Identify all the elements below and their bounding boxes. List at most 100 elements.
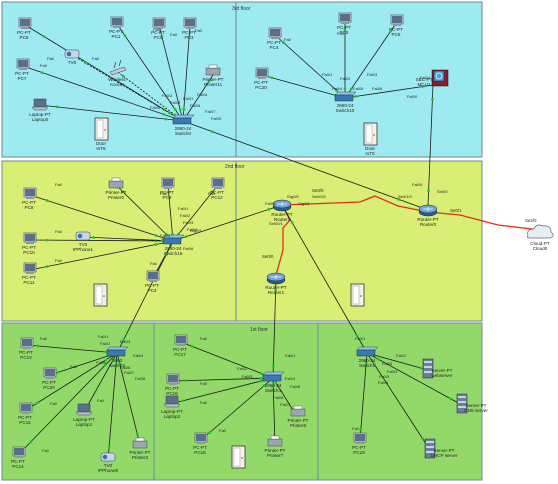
door-panel-icon bbox=[352, 285, 360, 305]
door-floor1[interactable] bbox=[231, 445, 246, 469]
server-web[interactable] bbox=[422, 358, 434, 379]
printer-0[interactable] bbox=[108, 177, 124, 189]
link-floor2-pc-1 bbox=[29, 239, 174, 242]
pc-pc20[interactable] bbox=[255, 67, 269, 79]
access-point-0[interactable] bbox=[109, 59, 127, 76]
switch-16[interactable] bbox=[162, 234, 185, 245]
port-label: Fa0/9 bbox=[211, 116, 222, 121]
pc-pc18[interactable] bbox=[194, 432, 208, 444]
switch-icon bbox=[262, 374, 282, 382]
switch-5[interactable] bbox=[106, 346, 129, 357]
keyboard-icon bbox=[164, 187, 172, 189]
server-dns[interactable] bbox=[456, 393, 468, 414]
pc-pc3[interactable] bbox=[183, 17, 197, 29]
switch-10[interactable] bbox=[334, 91, 357, 102]
link-floor1b-pc-1 bbox=[172, 377, 274, 382]
laptop-1[interactable] bbox=[75, 403, 93, 416]
laptop-base-icon bbox=[75, 411, 93, 416]
port-label: Fa0/1 bbox=[98, 334, 109, 339]
pc-pc8[interactable] bbox=[390, 14, 404, 26]
port-label: Fa0/7 bbox=[280, 402, 291, 407]
pc-pc4-floor2[interactable] bbox=[146, 270, 160, 282]
printer-11[interactable] bbox=[205, 64, 221, 76]
server-dhcp[interactable] bbox=[424, 438, 436, 459]
laptop-2[interactable] bbox=[163, 395, 181, 408]
pc-pc7[interactable] bbox=[16, 58, 30, 70]
tv-0[interactable] bbox=[64, 49, 80, 59]
router-left[interactable] bbox=[272, 199, 292, 212]
port-label: Fa0 bbox=[160, 191, 168, 196]
port-status-dot bbox=[354, 95, 357, 98]
laptop-0[interactable] bbox=[31, 98, 49, 111]
screen-icon bbox=[196, 434, 206, 441]
pc-pc11[interactable] bbox=[23, 262, 37, 274]
pc-pc19[interactable] bbox=[353, 432, 367, 444]
pc-pc14[interactable] bbox=[12, 446, 26, 458]
pc-pc13[interactable] bbox=[20, 337, 34, 349]
door-iot6[interactable] bbox=[94, 117, 109, 141]
link-floor3r-pc-0 bbox=[274, 34, 346, 99]
mcu-1[interactable] bbox=[431, 69, 449, 87]
pc-pc10[interactable] bbox=[23, 232, 37, 244]
ip-phone-1[interactable] bbox=[75, 231, 91, 241]
switch-icon bbox=[172, 117, 192, 125]
printer-3[interactable] bbox=[132, 437, 148, 449]
door-floor2-right[interactable] bbox=[350, 283, 365, 307]
link-floor1a-pc-2 bbox=[25, 352, 118, 411]
port-status-dot bbox=[114, 364, 118, 368]
switch-4[interactable] bbox=[262, 371, 285, 382]
pc-pc17[interactable] bbox=[174, 334, 188, 346]
door-iot0[interactable] bbox=[363, 122, 378, 146]
switch-icon bbox=[162, 237, 182, 245]
ip-phone-0[interactable] bbox=[100, 452, 116, 462]
pc-pc9[interactable] bbox=[161, 177, 175, 189]
port-label: Fa0 bbox=[200, 381, 208, 386]
pc-pc4[interactable] bbox=[268, 27, 282, 39]
router-0[interactable] bbox=[418, 204, 438, 217]
printer-8[interactable] bbox=[290, 405, 306, 417]
router-1[interactable] bbox=[266, 272, 286, 285]
serial-router-left-to-router0 bbox=[281, 195, 429, 213]
mcu-gear-icon bbox=[435, 72, 443, 80]
printer-7[interactable] bbox=[267, 435, 283, 447]
port-status-dot bbox=[349, 87, 353, 91]
screen-icon bbox=[25, 189, 35, 196]
pc-pc8-floor2[interactable] bbox=[23, 187, 37, 199]
door-panel-icon bbox=[233, 447, 241, 467]
door-floor2-left[interactable] bbox=[93, 283, 108, 307]
switch-0[interactable] bbox=[172, 114, 195, 125]
port-label: Fa0/7 bbox=[124, 370, 135, 375]
pc-pc1[interactable] bbox=[110, 16, 124, 28]
pc-pc20-floor1[interactable] bbox=[43, 367, 57, 379]
pc-pc12[interactable] bbox=[211, 177, 225, 189]
port-status-dot bbox=[92, 236, 96, 239]
port-status-dot bbox=[389, 29, 393, 33]
keyboard-icon bbox=[186, 27, 194, 29]
pc-pc6[interactable] bbox=[18, 17, 32, 29]
pc-pc2[interactable] bbox=[152, 17, 166, 29]
serial-port-label: Se0/0 bbox=[312, 188, 324, 193]
port-label: Fa0/3 bbox=[367, 72, 378, 77]
paper-icon bbox=[208, 64, 218, 69]
port-status-dot bbox=[373, 363, 376, 367]
port-status-dot bbox=[29, 440, 33, 444]
cloud-0[interactable] bbox=[526, 224, 554, 239]
pc-pc5[interactable] bbox=[338, 12, 352, 24]
port-status-dot bbox=[180, 399, 184, 403]
screen-icon bbox=[25, 234, 35, 241]
pc-pc16[interactable] bbox=[166, 373, 180, 385]
switch-3[interactable] bbox=[356, 346, 379, 357]
pc-pc15[interactable] bbox=[19, 402, 33, 414]
switch-icon bbox=[356, 349, 376, 357]
port-status-dot bbox=[364, 362, 368, 365]
port-label: Fa0 bbox=[70, 364, 78, 369]
